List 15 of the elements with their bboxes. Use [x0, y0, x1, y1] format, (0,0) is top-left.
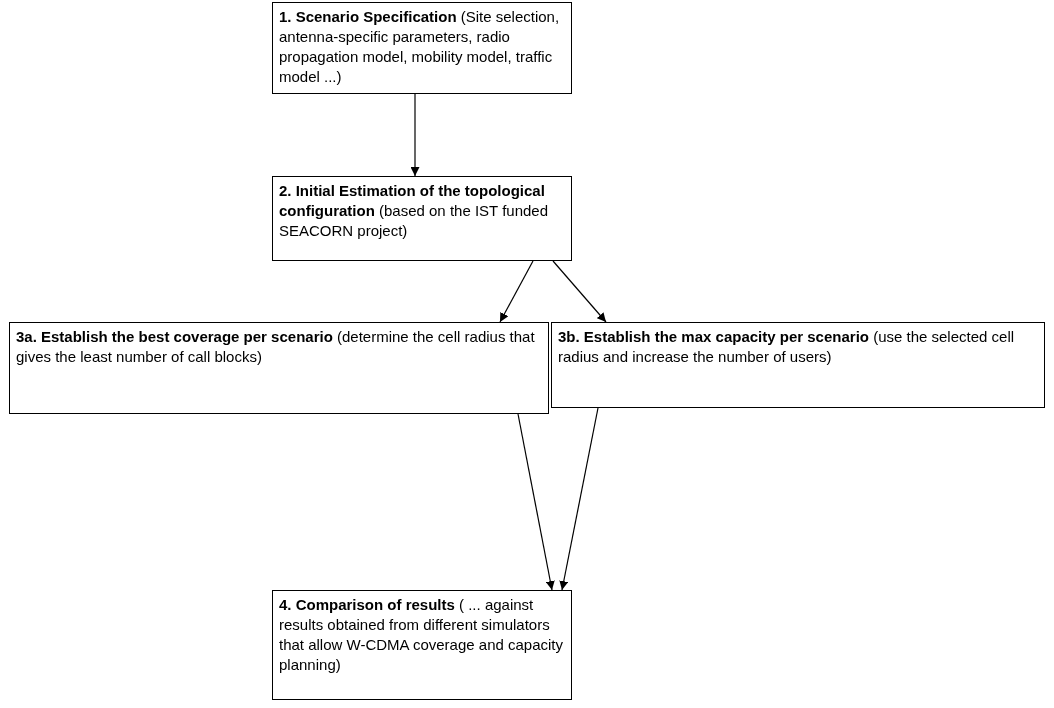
arrow: [517, 413, 555, 591]
arrow: [410, 93, 420, 177]
box-text: 1. Scenario Specification (Site selection, antenna-specific parameters, radio propagation model, mobility model, traffic model ...): [279, 7, 561, 87]
arrow: [559, 407, 599, 591]
process-box: [272, 2, 572, 94]
process-box: [272, 176, 572, 261]
arrow: [552, 260, 607, 323]
box-text: 4. Comparison of results ( ... against results obtained from different simulators that allow W-CDMA coverage and capacity planning): [279, 595, 565, 675]
arrow: [499, 260, 534, 323]
process-box: [551, 322, 1045, 408]
box-text: 3b. Establish the max capacity per scenario (use the selected cell radius and increase the number of users): [558, 327, 1016, 367]
box-text: 2. Initial Estimation of the topological configuration (based on the IST funded SEACORN project): [279, 181, 549, 241]
box-text: 3a. Establish the best coverage per scenario (determine the cell radius that gives the least number of call blocks): [16, 327, 536, 367]
process-box: [9, 322, 549, 414]
process-box: [272, 590, 572, 700]
